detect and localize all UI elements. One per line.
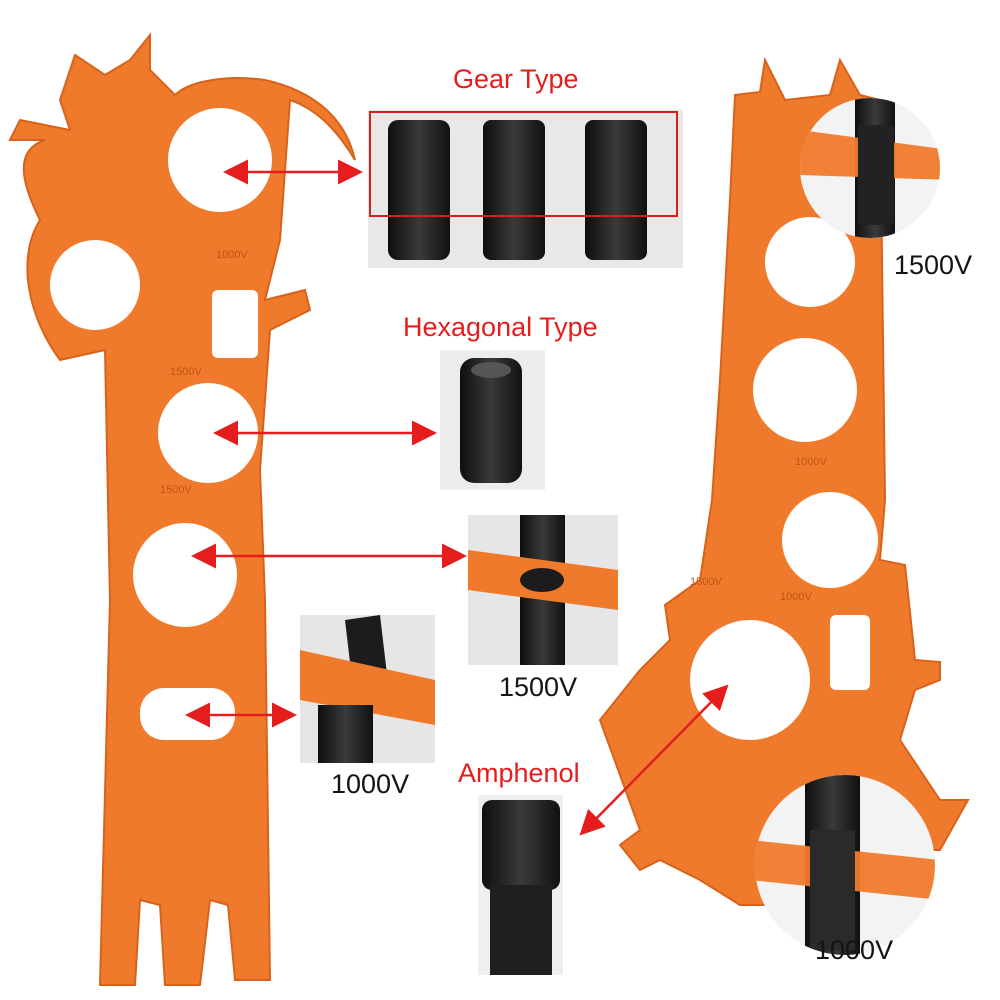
amphenol-photo: [478, 795, 563, 975]
marking-e: 1500V: [690, 576, 722, 588]
gear-type-photo: [368, 110, 683, 268]
annotation-arrows: [185, 159, 729, 836]
voltage-label-1500v-top-right: 1500V: [894, 250, 973, 280]
marking-c: 1500V: [160, 484, 192, 496]
marking-a: 1000V: [216, 249, 248, 261]
top-right-circle-photo: [800, 98, 940, 238]
voltage-label-1500v-middle: 1500V: [499, 672, 578, 702]
middle-1500v-photo: [468, 515, 618, 665]
amphenol-label: Amphenol: [458, 758, 580, 788]
gear-type-label: Gear Type: [453, 64, 579, 94]
left-wrench: 1000V 1500V 1500V: [8, 32, 356, 986]
marking-b: 1500V: [170, 366, 202, 378]
hexagonal-type-photo: [440, 350, 545, 490]
arrow-amphenol: [579, 684, 729, 836]
marking-d: 1000V: [795, 456, 827, 468]
voltage-label-1000v-left: 1000V: [331, 769, 410, 799]
voltage-label-1000v-bottom-right: 1000V: [815, 935, 894, 965]
marking-f: 1000V: [780, 591, 812, 603]
hexagonal-type-label: Hexagonal Type: [403, 312, 598, 342]
bottom-right-circle-photo: [755, 775, 935, 955]
left-1000v-photo: [300, 615, 435, 763]
